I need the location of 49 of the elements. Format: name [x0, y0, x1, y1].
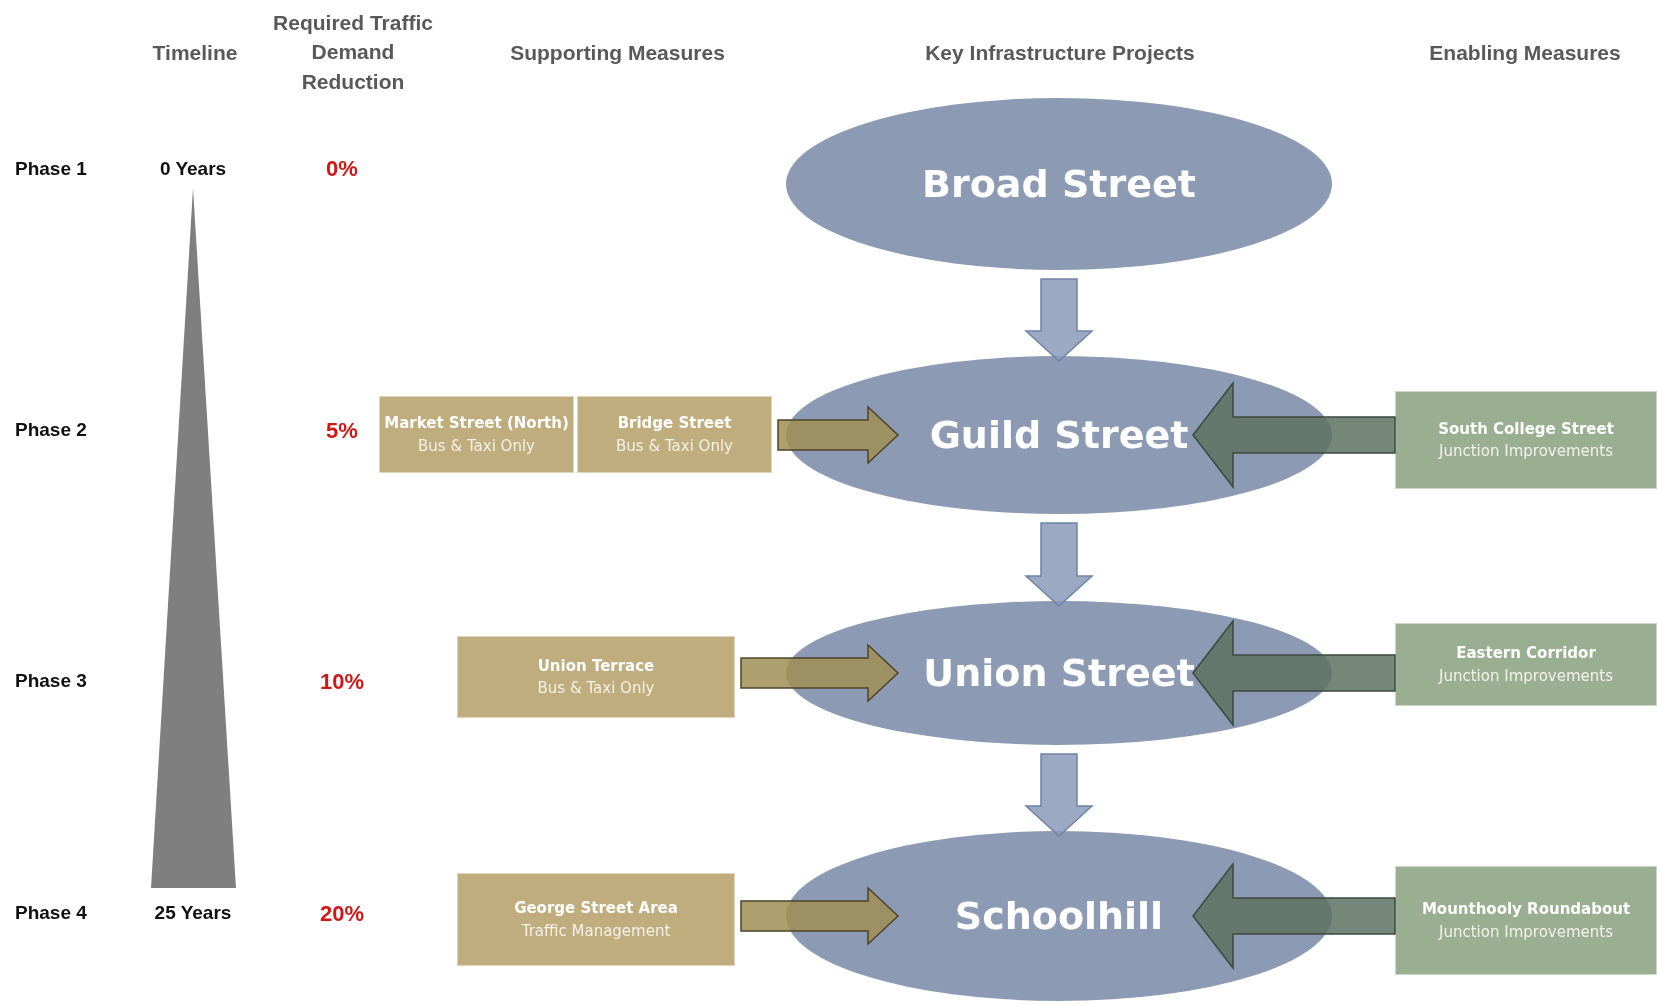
- measure-box: [1395, 866, 1657, 975]
- block-arrow: [1024, 522, 1094, 607]
- measure-title: Union Terrace: [537, 655, 655, 677]
- measure-description: Traffic Management: [521, 920, 671, 942]
- measure-box: [577, 396, 772, 473]
- percentage-label: 0%: [326, 156, 358, 181]
- measure-title: Mounthooly Roundabout: [1421, 899, 1631, 920]
- column-heading: Required Traffic Demand Reduction: [273, 11, 433, 93]
- column-heading: Enabling Measures: [1429, 41, 1621, 64]
- measure-description: Junction Improvements: [1439, 665, 1613, 687]
- measure-box: [379, 396, 574, 473]
- project-name: Broad Street: [922, 162, 1196, 206]
- phase-label: Phase 1: [15, 158, 87, 179]
- measure-box: [457, 636, 735, 718]
- measure-box: [1395, 623, 1657, 706]
- phase-label: Phase 2: [15, 419, 87, 440]
- project-name: Guild Street: [929, 413, 1189, 457]
- project-name: Union Street: [923, 651, 1195, 695]
- block-arrow: [1024, 753, 1094, 837]
- measure-box: [457, 873, 735, 966]
- measure-title: Bridge Street: [617, 413, 732, 434]
- column-heading: Supporting Measures: [510, 41, 725, 64]
- percentage-label: 10%: [319, 669, 364, 694]
- years-label: 0 Years: [159, 158, 227, 179]
- block-arrow: [1024, 278, 1094, 362]
- measure-title: Eastern Corridor: [1456, 643, 1596, 664]
- block-arrow: [1192, 861, 1396, 971]
- block-arrow: [777, 405, 900, 465]
- measure-title: South College Street: [1438, 418, 1614, 440]
- measure-box: [1395, 391, 1657, 489]
- block-arrow: [740, 643, 900, 703]
- percentage-label: 5%: [326, 418, 358, 443]
- years-label: 25 Years: [154, 902, 232, 923]
- measure-description: Junction Improvements: [1439, 921, 1613, 943]
- phase-label: Phase 3: [15, 670, 87, 691]
- measure-title: Market Street (North): [384, 413, 569, 434]
- measure-description: Bus & Taxi Only: [616, 435, 733, 457]
- column-heading: Key Infrastructure Projects: [925, 41, 1195, 64]
- phase-label: Phase 4: [15, 902, 87, 923]
- percentage-label: 20%: [319, 901, 364, 926]
- measure-description: Junction Improvements: [1439, 441, 1613, 462]
- block-arrow: [1192, 380, 1396, 490]
- block-arrow: [1192, 618, 1396, 728]
- block-arrow: [740, 886, 900, 946]
- project-name: Schoolhill: [954, 894, 1164, 938]
- column-heading: Timeline: [152, 41, 238, 64]
- measure-description: Bus & Taxi Only: [537, 678, 655, 699]
- measure-description: Bus & Taxi Only: [418, 435, 535, 457]
- measure-title: George Street Area: [514, 898, 678, 919]
